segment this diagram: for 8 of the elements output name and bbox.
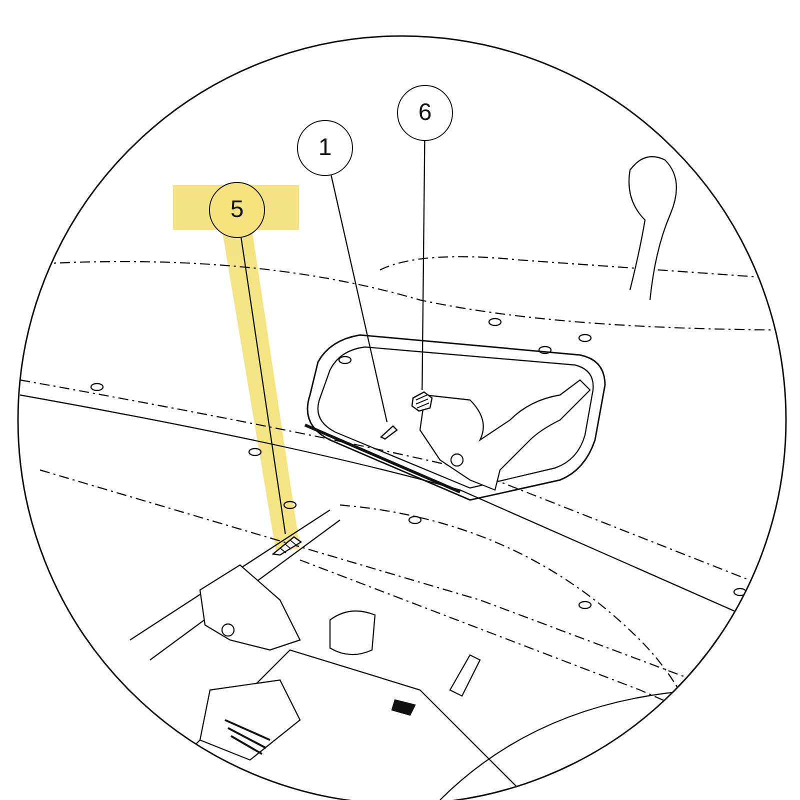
cable-end-drawing [272,534,302,556]
leader-line [330,175,388,422]
leader-line [240,238,286,534]
nut-drawing [410,390,434,412]
leader-line [422,141,426,390]
callout-number: 5 [209,182,265,238]
callout-number: 1 [297,120,353,176]
callout-number: 6 [397,85,453,141]
